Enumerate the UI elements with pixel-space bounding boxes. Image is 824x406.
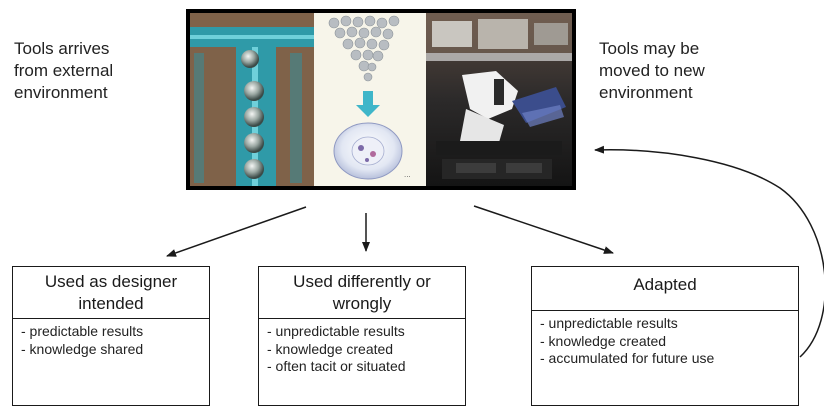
box-title: Used as designer intended (13, 267, 209, 319)
arrow-back-to-new-environment (594, 145, 824, 358)
box-body: - predictable results - knowledge shared (13, 319, 209, 362)
left-note-line: Tools arrives (14, 39, 110, 58)
microscope-lab-photo (426, 13, 572, 186)
box-item: - unpredictable results (267, 323, 405, 339)
box-item: - knowledge created (540, 332, 667, 349)
arrow-to-adapted (473, 205, 614, 254)
box-body: - unpredictable results - knowledge crea… (259, 319, 465, 380)
outcome-box-adapted: Adapted - unpredictable results - knowle… (531, 266, 799, 406)
tool-photo-collage: ... (186, 9, 576, 190)
circuit-board-photo (190, 13, 314, 186)
outcome-box-differently: Used differently or wrongly - unpredicta… (258, 266, 466, 406)
right-note-line: Tools may be (599, 39, 700, 58)
cell-illustration-photo: ... (314, 13, 426, 186)
box-title: Adapted (532, 267, 798, 311)
box-item: - knowledge created (267, 340, 394, 357)
right-note-line: environment (599, 83, 693, 102)
right-note-line: moved to new (599, 61, 705, 80)
left-note: Tools arrives from external environment (14, 38, 113, 104)
box-title-line: Adapted (633, 275, 697, 294)
box-title-line: Used differently or (293, 271, 431, 291)
right-note: Tools may be moved to new environment (599, 38, 705, 104)
box-title-line: intended (78, 293, 144, 313)
box-body: - unpredictable results - knowledge crea… (532, 311, 798, 372)
box-item: - often tacit or situated (267, 358, 406, 374)
box-item: - unpredictable results (540, 315, 678, 331)
left-note-line: environment (14, 83, 108, 102)
box-title-line: wrongly (332, 293, 392, 313)
outcome-box-designer: Used as designer intended - predictable … (12, 266, 210, 406)
svg-text:...: ... (404, 171, 411, 179)
box-title-line: Used as designer (44, 271, 178, 291)
arrow-to-designer (166, 206, 307, 257)
box-item: - accumulated for future use (540, 350, 715, 366)
left-note-line: from external (14, 61, 114, 80)
box-item: - knowledge shared (21, 340, 144, 357)
box-item: - predictable results (21, 323, 144, 339)
box-title: Used differently or wrongly (259, 267, 465, 319)
